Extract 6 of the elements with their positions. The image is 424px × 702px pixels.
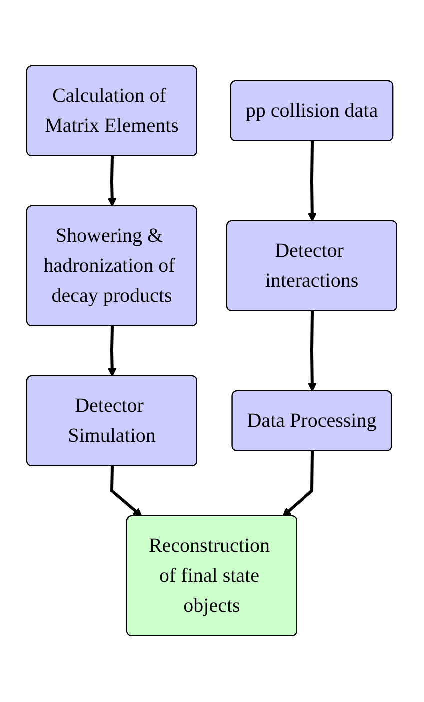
arrow	[282, 451, 314, 517]
arrow	[308, 141, 317, 222]
arrow	[108, 156, 117, 207]
arrow	[108, 326, 117, 377]
arrow	[110, 466, 142, 517]
arrow	[308, 311, 317, 392]
